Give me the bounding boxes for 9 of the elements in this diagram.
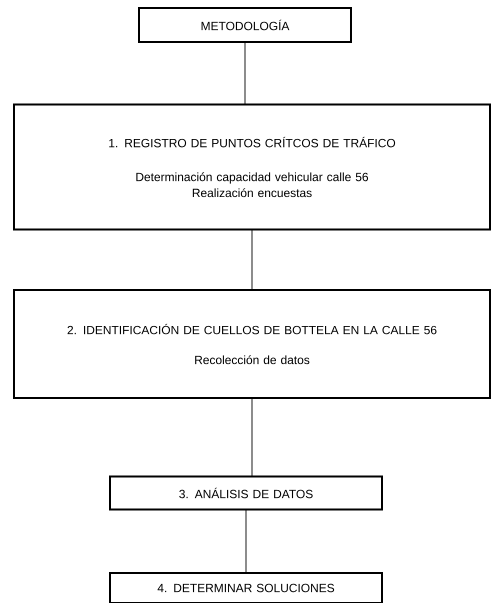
process-box: 1. REGISTRO DE PUNTOS CRÍTCOS DE TRÁFICO Determinación capacidad vehicular calle 56 Realización encuestas: [13, 104, 491, 230]
connector-line: [251, 230, 253, 289]
process-box: 4. DETERMINAR SOLUCIONES: [109, 572, 383, 603]
process-box: 3. ANÁLISIS DE DATOS: [109, 476, 383, 510]
connector-line: [245, 510, 247, 572]
connector-line: [244, 43, 246, 104]
process-box: METODOLOGÍA: [138, 7, 352, 43]
process-box: 2. IDENTIFICACIÓN DE CUELLOS DE BOTTELA EN LA CALLE 56 Recolección de datos: [13, 289, 491, 399]
connector-line: [251, 399, 253, 476]
